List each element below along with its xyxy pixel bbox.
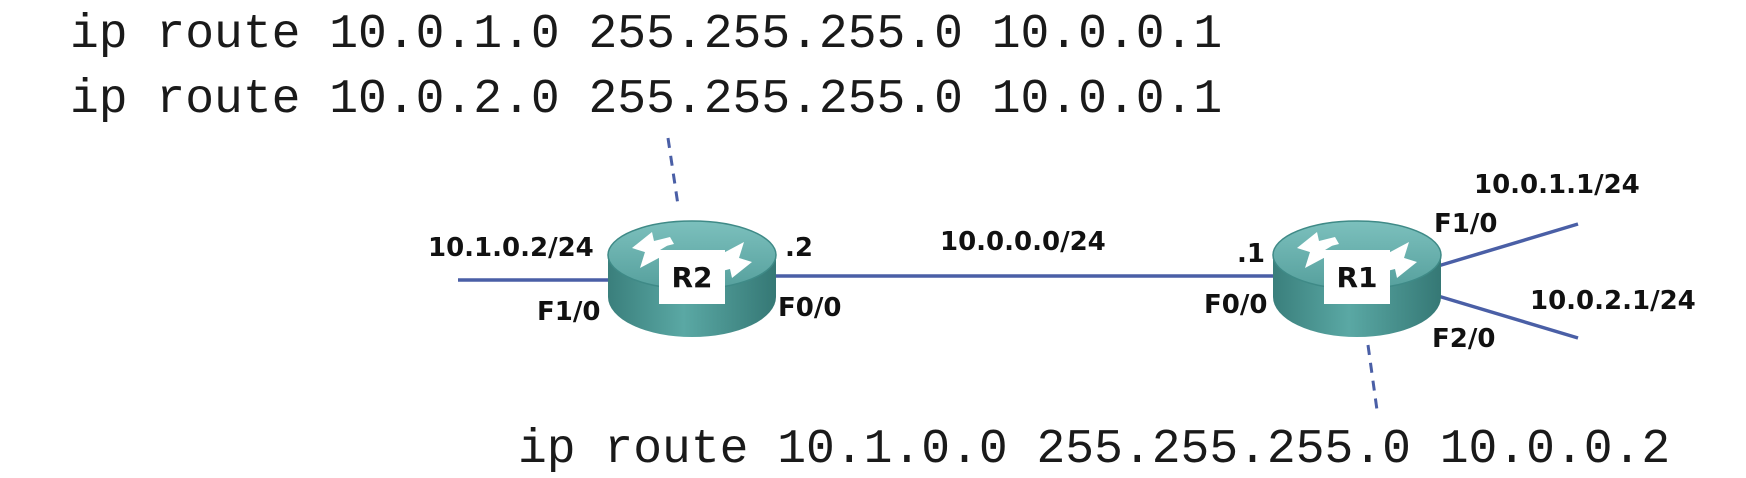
- r2-f0-0-interface-label: F0/0: [778, 293, 841, 323]
- r1-f1-0-link: [1437, 222, 1579, 268]
- r1-f2-0-interface-label: F2/0: [1432, 324, 1495, 354]
- r1-f1-0-interface-label: F1/0: [1434, 209, 1497, 239]
- r1-f2-0-ip-label: 10.0.2.1/24: [1530, 286, 1696, 316]
- r1-r2-subnet-label: 10.0.0.0/24: [940, 227, 1106, 257]
- r2-f1-0-interface-label: F1/0: [537, 297, 600, 327]
- r2-callout-connector: [666, 137, 680, 206]
- router-r2-label: R2: [671, 261, 712, 294]
- r1-f0-0-interface-label: F0/0: [1204, 290, 1267, 320]
- r2-route-command-2: ip route 10.0.2.0 255.255.255.0 10.0.0.1: [70, 73, 1222, 127]
- r1-route-command: ip route 10.1.0.0 255.255.255.0 10.0.0.2: [518, 423, 1670, 477]
- router-r1-label: R1: [1336, 261, 1377, 294]
- r2-f1-0-ip-label: 10.1.0.2/24: [428, 233, 594, 263]
- r1-f2-0-link: [1437, 294, 1579, 340]
- r2-f0-0-host-label: .2: [785, 233, 813, 263]
- r1-callout-connector: [1366, 344, 1379, 411]
- r1-f1-0-ip-label: 10.0.1.1/24: [1474, 170, 1640, 200]
- router-r2[interactable]: R2: [607, 220, 777, 337]
- r1-f0-0-host-label: .1: [1237, 239, 1265, 269]
- r2-route-command-1: ip route 10.0.1.0 255.255.255.0 10.0.0.1: [70, 8, 1222, 62]
- router-r1[interactable]: R1: [1272, 220, 1442, 337]
